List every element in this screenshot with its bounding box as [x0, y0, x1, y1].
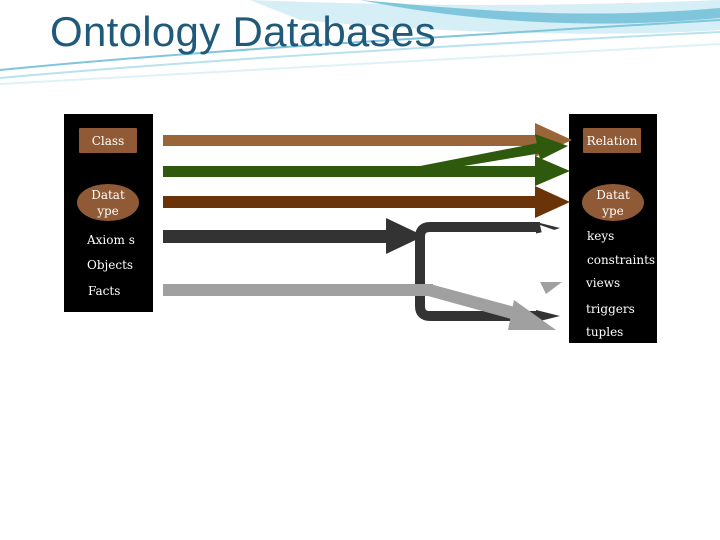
ontology-datatype-box: Datat ype — [77, 184, 139, 221]
axioms-label: Axiom s — [87, 233, 135, 247]
keys-label: keys — [587, 229, 615, 243]
arrow-class-relation — [163, 123, 572, 157]
arrow-facts-tuples — [163, 282, 562, 330]
class-box: Class — [79, 128, 137, 153]
relation-box: Relation — [583, 128, 641, 153]
objects-label: Objects — [87, 258, 134, 272]
views-label: views — [586, 276, 621, 290]
facts-label: Facts — [88, 284, 121, 298]
arrow-axioms — [163, 218, 560, 322]
triggers-label: triggers — [586, 302, 635, 316]
tuples-label: tuples — [586, 325, 624, 339]
database-datatype-box: Datat ype — [582, 184, 644, 221]
arrow-white-links — [432, 225, 566, 280]
constraints-label: constraints — [587, 253, 656, 267]
slide-title: Ontology Databases — [50, 8, 436, 55]
arrow-green — [163, 134, 570, 186]
header-decoration — [0, 0, 720, 85]
arrow-datatype-datatype — [163, 186, 570, 218]
